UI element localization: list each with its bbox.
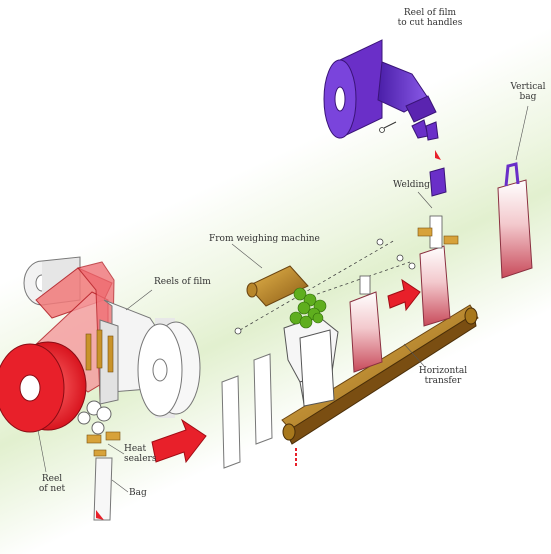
label-horizontal-transfer: Horizontal transfer xyxy=(415,366,471,386)
label-heat-sealers-line1: Heat xyxy=(124,444,147,454)
grapes xyxy=(289,287,327,329)
bag-on-conveyor-1 xyxy=(299,329,335,407)
label-horizontal-transfer-line2: transfer xyxy=(424,376,462,386)
label-horizontal-transfer-line1: Horizontal xyxy=(418,366,468,376)
label-reel-of-net-line2: of net xyxy=(38,484,66,494)
label-reel-of-film-line2: to cut handles xyxy=(397,18,463,28)
label-reels-of-film: Reels of film xyxy=(154,277,211,287)
label-vertical-bag: Vertical bag xyxy=(508,82,548,102)
bag-forming-section xyxy=(0,256,201,521)
formed-bag xyxy=(93,457,113,521)
label-vertical-bag-line2: bag xyxy=(519,92,537,102)
bag-on-conveyor-2 xyxy=(349,275,383,373)
leader-lines xyxy=(37,105,529,493)
bag-down-arrow xyxy=(96,510,104,520)
process-arrow-1 xyxy=(151,418,207,464)
label-vertical-bag-line1: Vertical xyxy=(510,82,546,92)
process-arrow-2 xyxy=(387,278,421,312)
label-from-weighing-machine: From weighing machine xyxy=(209,234,320,244)
label-heat-sealers: Heat sealers xyxy=(124,444,156,464)
label-reel-of-net-line1: Reel xyxy=(41,474,63,484)
label-bag: Bag xyxy=(129,488,147,498)
label-reel-of-film-line1: Reel of film xyxy=(403,8,457,18)
cut-bag-sheets xyxy=(221,353,273,469)
reel-of-film-to-cut-handles xyxy=(323,39,447,197)
horizontal-transfer-conveyor xyxy=(234,238,479,466)
label-reel-of-film-to-cut-handles: Reel of film to cut handles xyxy=(388,8,472,28)
welding-blocks xyxy=(417,227,459,245)
heat-sealer-blocks xyxy=(86,431,121,457)
label-welding: Welding xyxy=(393,180,430,190)
label-heat-sealers-line2: sealers xyxy=(124,454,157,464)
reels-of-film-reel xyxy=(137,318,201,418)
label-reel-of-net: Reel of net xyxy=(36,474,68,494)
vertical-bag xyxy=(497,162,533,279)
forming-rollers xyxy=(77,329,114,435)
reel-of-net xyxy=(0,341,87,433)
